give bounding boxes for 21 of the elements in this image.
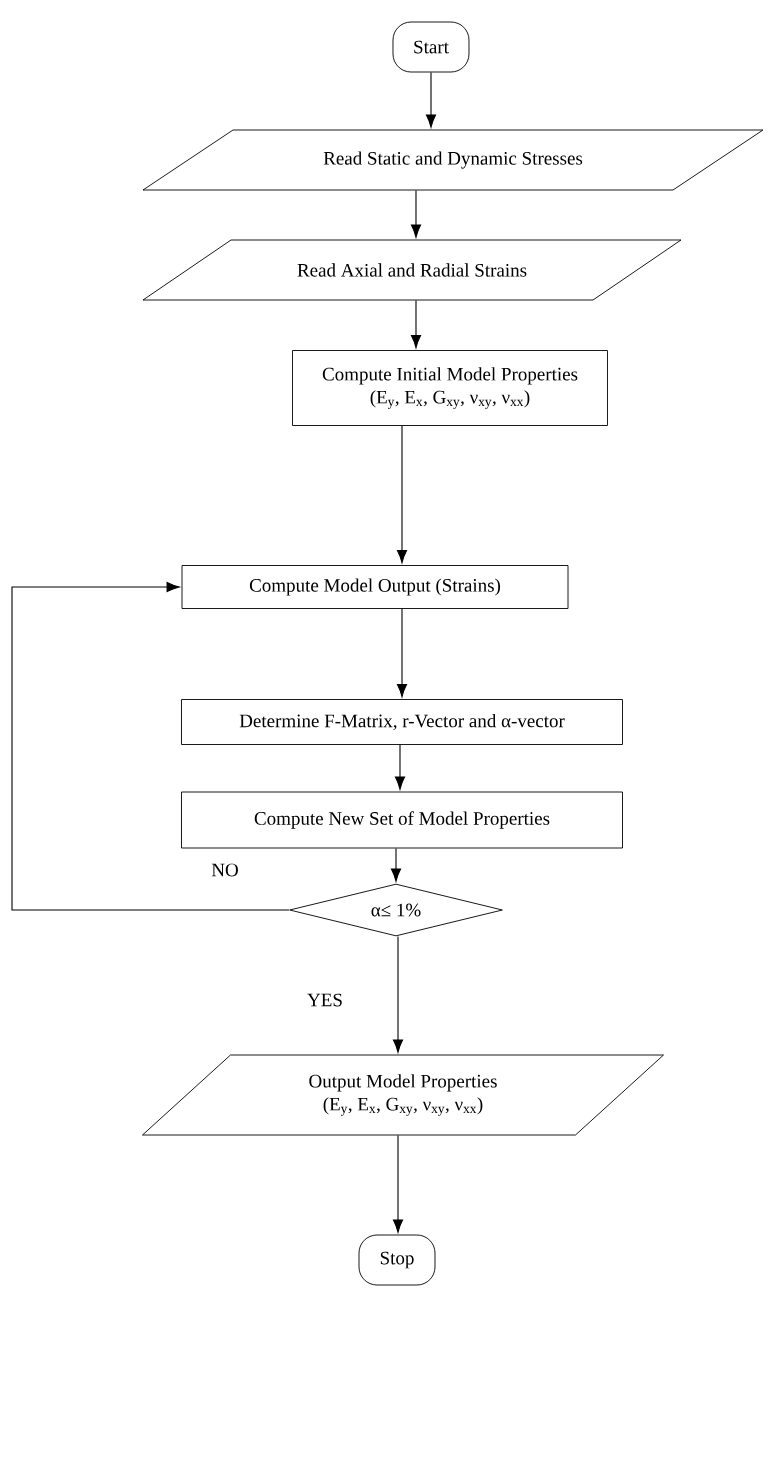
process-box: Determine F-Matrix, r-Vector and α-vector [181, 699, 623, 745]
arrow [394, 744, 406, 790]
terminal-box: Stop [358, 1234, 436, 1286]
process-box: Compute New Set of Model Properties [181, 791, 623, 849]
input-output-box: Output Model Properties (E$_{y}$, E$_{x}$, G$_{xy}$, ν$_{xy}$, ν$_{xx}$) [142, 1054, 664, 1136]
process-box: Compute Initial Model Properties (E$_{y}$, E$_{x}$, G$_{xy}$, ν$_{xy}$, ν$_{xx}$) [292, 350, 608, 426]
terminal-box: Start [392, 21, 470, 73]
arrow [396, 608, 408, 698]
edge-label: YES [307, 993, 342, 1007]
arrow [390, 847, 402, 882]
input-output-box: Read Static and Dynamic Stresses [142, 129, 764, 191]
arrow [392, 935, 404, 1053]
process-box: Compute Model Output (Strains) [181, 565, 569, 609]
arrow [425, 71, 437, 128]
arrow [396, 425, 408, 564]
input-output-box: Read Axial and Radial Strains [142, 239, 682, 301]
arrow [410, 299, 422, 349]
arrow [11, 581, 290, 911]
arrow [410, 189, 422, 238]
edge-label: NO [211, 863, 238, 877]
arrow [392, 1134, 404, 1233]
